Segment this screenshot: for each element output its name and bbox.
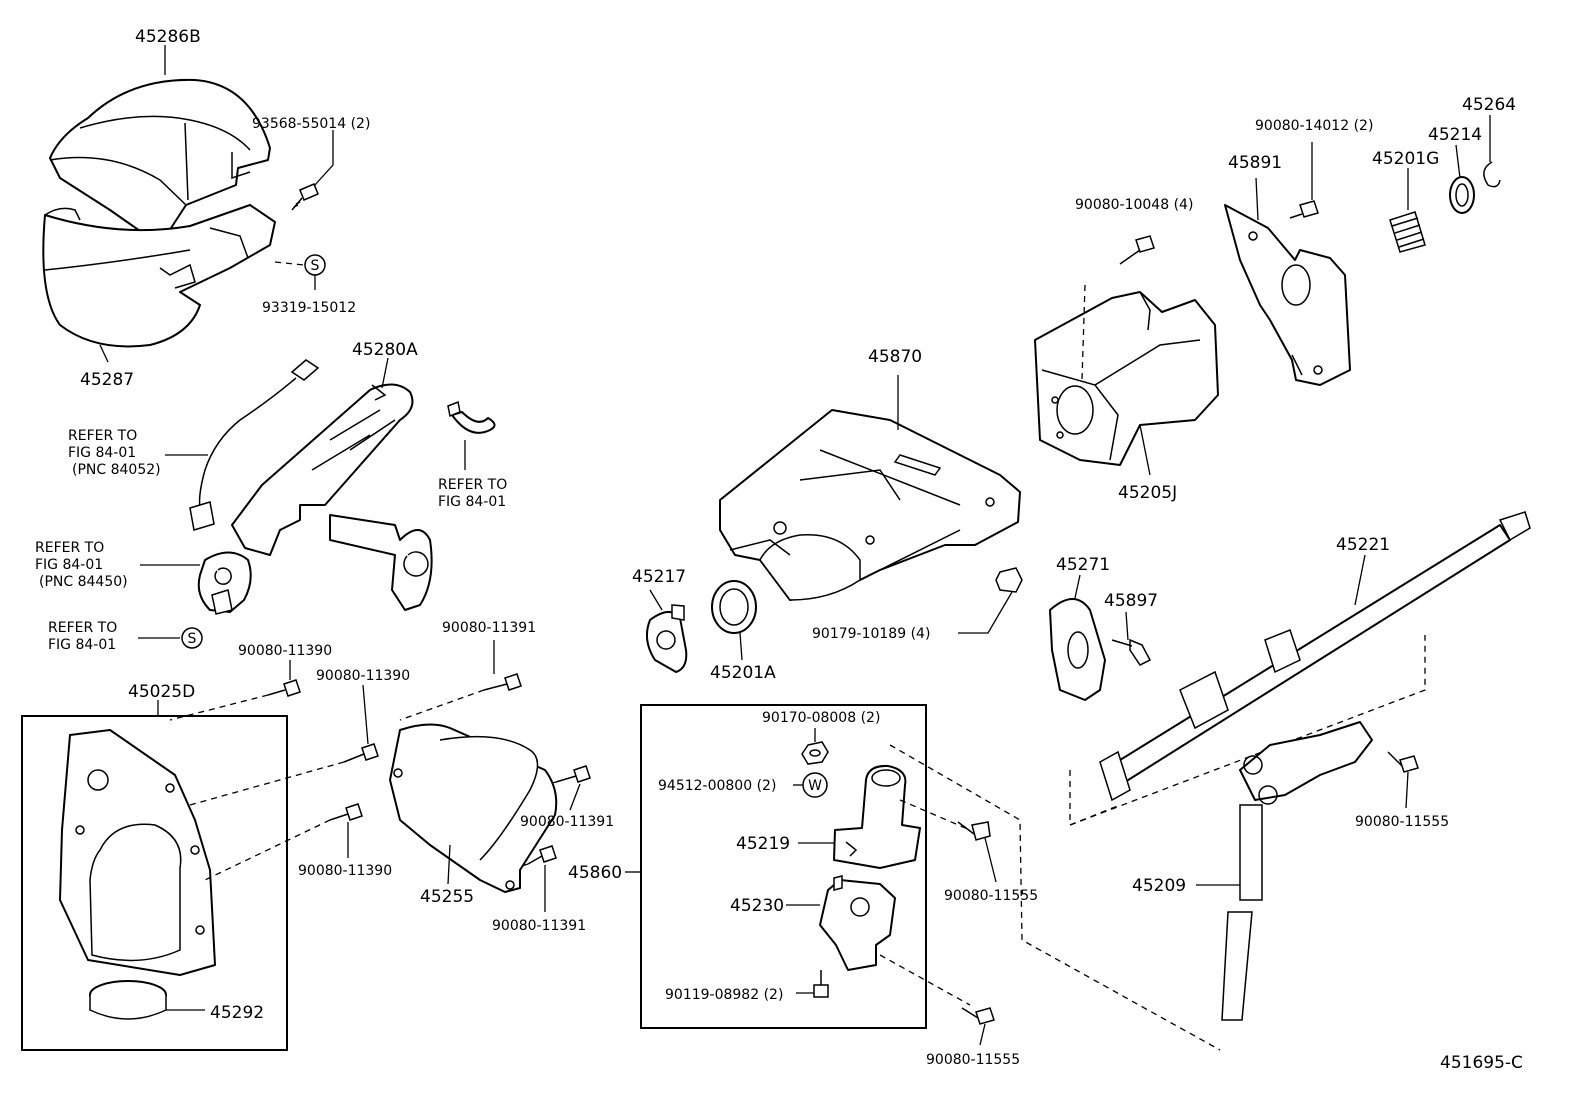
refer-note-3-line-1: REFER TO [35,540,104,556]
label-90080-11390-c: 90080-11390 [298,863,392,879]
label-90119-08982: 90119-08982 (2) [665,987,783,1003]
svg-text:S: S [311,258,320,274]
snap-ring-45264[interactable] [1483,161,1501,188]
label-45287: 45287 [80,370,134,390]
label-90080-11390-a: 90080-11390 [238,643,332,659]
label-45891: 45891 [1228,153,1282,173]
label-90080-14012: 90080-14012 (2) [1255,118,1373,134]
label-90170-08008: 90170-08008 (2) [762,710,880,726]
label-90080-11555-b: 90080-11555 [926,1052,1020,1068]
main-shaft-45221[interactable] [1099,511,1531,802]
column-cover-45255[interactable] [389,723,558,893]
label-45286B: 45286B [135,27,201,47]
screw-93568-55014[interactable] [291,183,319,211]
lower-column-cover[interactable] [42,204,276,348]
label-45214: 45214 [1428,125,1482,145]
figure-code: 451695-C [1440,1053,1523,1073]
wire-clip[interactable] [447,400,496,434]
label-90080-11391-c: 90080-11391 [492,918,586,934]
bolt-90080-11390-b[interactable] [343,743,379,763]
label-90080-10048: 90080-10048 (4) [1075,197,1193,213]
ring-45214[interactable] [1449,176,1475,214]
label-45025D: 45025D [128,682,195,702]
label-45264: 45264 [1462,95,1516,115]
label-45219: 45219 [736,834,790,854]
label-93568-55014: 93568-55014 (2) [252,116,370,132]
nut-90179[interactable] [995,567,1023,593]
bolt-90080-11555-b[interactable] [961,1007,995,1025]
refer-note-3-line-3: (PNC 84450) [39,574,128,590]
label-45201A: 45201A [710,663,776,683]
switch-assembly-84450[interactable] [197,551,252,615]
label-45897: 45897 [1104,591,1158,611]
label-45292: 45292 [210,1003,264,1023]
parts-box-45860 [625,704,927,1029]
label-93319-15012: 93319-15012 [262,300,356,316]
plate-45891[interactable] [1224,204,1351,386]
bolt-90080-11391-b[interactable] [555,765,591,783]
nut-90170[interactable] [801,741,829,765]
label-90179-10189: 90179-10189 (4) [812,626,930,642]
housing-45230[interactable] [819,875,896,971]
refer-note-4-line-2: FIG 84-01 [48,637,116,653]
label-90080-11390-b: 90080-11390 [316,668,410,684]
bolt-90080-11391-a[interactable] [483,673,522,691]
label-45271: 45271 [1056,555,1110,575]
refer-note-4-line-1: REFER TO [48,620,117,636]
refer-note-1-line-1: REFER TO [68,428,137,444]
label-90080-11555-a: 90080-11555 [944,888,1038,904]
bolt-90119[interactable] [813,970,829,998]
bolt-90080-11555-a[interactable] [957,821,991,841]
label-94512-00800: 94512-00800 (2) [658,778,776,794]
refer-note-2-line-2: FIG 84-01 [438,494,506,510]
refer-symbol-1: S [304,254,326,276]
spring-45201G[interactable] [1389,211,1426,253]
svg-text:S: S [188,631,197,647]
refer-symbol-2: S [181,627,203,649]
bracket-45217[interactable] [645,604,688,673]
label-45209: 45209 [1132,876,1186,896]
bracket-45219[interactable] [833,764,921,869]
column-support-45870[interactable] [719,409,1021,601]
bolt-90080-11390-c[interactable] [329,803,363,821]
bolt-90080-10048[interactable] [1119,235,1155,265]
label-45201G: 45201G [1372,149,1439,169]
bearing-45201A[interactable] [711,580,757,634]
upper-column-cover[interactable] [49,78,271,246]
label-45221: 45221 [1336,535,1390,555]
label-45230: 45230 [730,896,784,916]
refer-note-3-line-2: FIG 84-01 [35,557,103,573]
cover-45271[interactable] [1049,598,1106,701]
label-90080-11555-c: 90080-11555 [1355,814,1449,830]
bolt-90080-14012[interactable] [1289,200,1319,219]
label-45280A: 45280A [352,340,418,360]
column-bracket-45280A[interactable] [231,383,433,611]
intermediate-shaft-45209[interactable] [1221,721,1373,1021]
column-hole-cover-45025D[interactable] [59,729,216,976]
refer-note-2-line-1: REFER TO [438,477,507,493]
washer-94512[interactable]: W [802,772,828,798]
column-housing-45205J[interactable] [1034,291,1219,466]
svg-text:W: W [808,778,822,794]
bolt-90080-11391-c[interactable] [527,845,557,865]
wire-harness-84052[interactable] [189,359,320,531]
refer-note-1-line-3: (PNC 84052) [72,462,161,478]
label-45255: 45255 [420,887,474,907]
bolt-90080-11390-a[interactable] [267,679,301,697]
label-45205J: 45205J [1118,483,1177,503]
label-90080-11391-a: 90080-11391 [442,620,536,636]
refer-note-1-line-2: FIG 84-01 [68,445,136,461]
seal-45292[interactable] [89,980,167,1020]
label-90080-11391-b: 90080-11391 [520,814,614,830]
bolt-45897[interactable] [1111,638,1152,666]
parts-box-45025D [21,700,288,1051]
label-45860: 45860 [568,863,622,883]
label-45870: 45870 [868,347,922,367]
label-45217: 45217 [632,567,686,587]
bolt-90080-11555-c[interactable] [1387,751,1419,773]
